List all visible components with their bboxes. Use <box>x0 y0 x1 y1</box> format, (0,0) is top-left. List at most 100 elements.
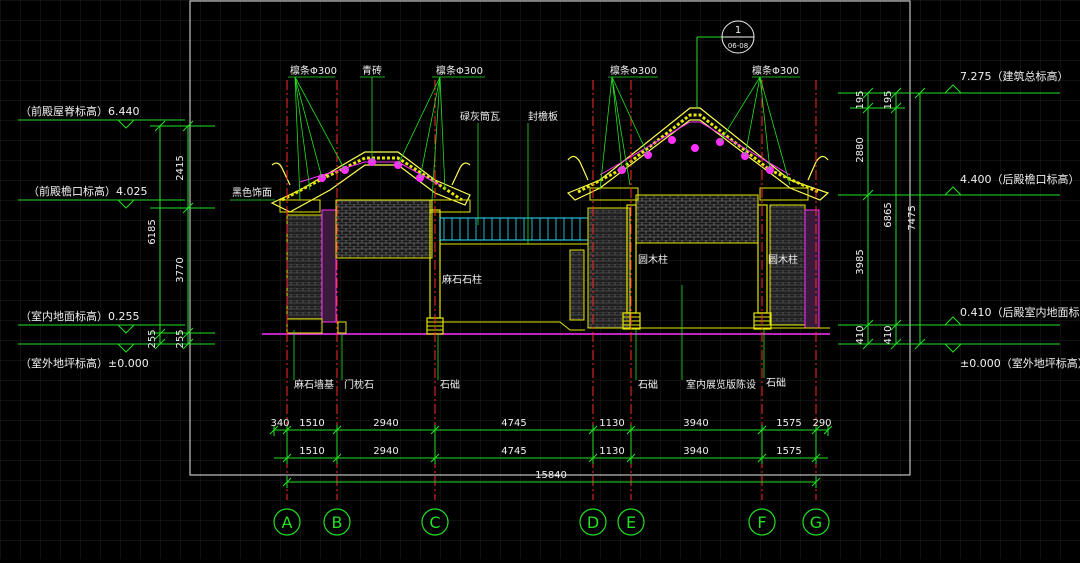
dim-slashes <box>862 87 926 350</box>
elev-triangle <box>117 343 135 353</box>
front-right-ridge-ornament <box>451 162 471 186</box>
svg-text:C: C <box>429 513 440 532</box>
elev-label-rear-floor: 0.410（后殿室内地面标高） <box>960 305 1080 319</box>
dim-right-410-b: 410 <box>883 325 894 344</box>
elev-label-front-ridge: （前殿屋脊标高）6.440 <box>20 104 140 118</box>
dim-left-6185: 6185 <box>147 219 158 244</box>
dim-right-7475: 7475 <box>907 205 918 230</box>
svg-text:A: A <box>282 513 293 532</box>
front-roof-rafter <box>299 161 441 186</box>
label-plinth-2: 石础 <box>638 379 658 391</box>
elev-label-total: 7.275（建筑总标高） <box>960 69 1069 83</box>
label-door-stone: 门枕石 <box>344 378 374 391</box>
dim-bottom-340: 340 <box>270 418 289 429</box>
dim-bottom-row2-3940: 3940 <box>683 446 708 457</box>
svg-text:B: B <box>332 513 343 532</box>
rear-front-wall <box>569 249 585 321</box>
rear-right-wall <box>769 204 806 326</box>
elev-label-outdoor: （室外地坪标高）±0.000 <box>20 356 149 370</box>
svg-text:G: G <box>810 513 822 532</box>
dim-bottom-row2-1575: 1575 <box>776 446 801 457</box>
elev-triangle <box>117 119 135 129</box>
dim-right-3985: 3985 <box>855 249 866 274</box>
detail-marker: 1 06-08 <box>696 20 755 108</box>
label-granite-base: 麻石墙基 <box>294 378 334 391</box>
dim-left-255-inner: 255 <box>175 329 186 348</box>
axis-bubble-b: B <box>323 508 351 536</box>
corridor-tile-hatch <box>443 218 581 240</box>
left-elevations: （前殿屋脊标高）6.440 （前殿檐口标高）4.025 （室内地面标高）0.25… <box>18 104 185 370</box>
rear-left-ridge-ornament <box>567 155 589 181</box>
dim-left-3770: 3770 <box>175 257 186 282</box>
label-purlin-4: 檩条Φ300 <box>752 64 799 77</box>
label-tile: 青砖 <box>362 64 382 77</box>
elev-triangle <box>944 186 962 196</box>
label-lime-tile: 碌灰筒瓦 <box>460 110 500 123</box>
front-roof-outline <box>270 151 471 213</box>
elev-triangle <box>117 324 135 334</box>
axis-bubble-e: E <box>617 508 645 536</box>
elev-triangle <box>944 316 962 326</box>
building-section <box>262 107 830 335</box>
rear-right-frame <box>804 209 820 329</box>
dim-right-195-b: 195 <box>883 90 894 109</box>
axis-bubble-d: D <box>579 508 607 536</box>
front-left-wall <box>286 214 323 320</box>
elev-label-front-eave: （前殿檐口标高）4.025 <box>28 184 148 198</box>
axis-bubble-c: C <box>421 508 449 536</box>
rear-left-bracket <box>589 187 639 201</box>
svg-text:E: E <box>626 513 636 532</box>
dim-bottom-2940: 2940 <box>373 418 398 429</box>
dim-right-6865: 6865 <box>883 202 894 227</box>
dim-bottom-row2-1130: 1130 <box>599 446 624 457</box>
dim-right-2880: 2880 <box>855 137 866 162</box>
dim-total-15840: 15840 <box>535 470 567 481</box>
left-dimension-lines <box>150 120 215 350</box>
elev-triangle <box>117 199 135 209</box>
label-round-column-1: 圆木柱 <box>638 253 668 266</box>
dim-right-410-a: 410 <box>855 325 866 344</box>
front-door-frame <box>321 209 337 323</box>
rear-purlin <box>691 144 699 152</box>
dim-bottom-1130: 1130 <box>599 418 624 429</box>
axis-bubbles: A B C D E F G <box>273 508 830 536</box>
dim-bottom-row2-2940: 2940 <box>373 446 398 457</box>
label-granite-column: 麻石石柱 <box>442 273 482 286</box>
axis-bubble-g: G <box>802 508 830 536</box>
bottom-dimension-lines <box>269 425 833 488</box>
label-plinth-1: 石础 <box>440 379 460 391</box>
label-round-column-2: 圆木柱 <box>768 253 798 266</box>
front-upper-wall <box>335 199 433 259</box>
elev-label-rear-eave: 4.400（后殿檐口标高） <box>960 172 1080 186</box>
dim-left-2415: 2415 <box>175 155 186 180</box>
dim-slashes <box>154 120 194 350</box>
rear-purlin <box>668 136 676 144</box>
svg-text:D: D <box>587 513 599 532</box>
bottom-dimension-text: 340 1510 2940 4745 1130 3940 1575 290 15… <box>270 418 831 481</box>
rear-roof-tiles <box>577 113 819 194</box>
dim-right-195-a: 195 <box>855 90 866 109</box>
dim-bottom-1575: 1575 <box>776 418 801 429</box>
dim-bottom-3940: 3940 <box>683 418 708 429</box>
label-exhibit: 室内展览版陈设 <box>686 378 756 391</box>
leader-purlin-1 <box>288 76 346 201</box>
elev-triangle <box>944 343 962 353</box>
leader-tile <box>360 76 385 162</box>
elev-triangle <box>944 84 962 94</box>
label-eave-board: 封檐板 <box>528 110 558 123</box>
elev-label-outdoor-r: ±0.000（室外地坪标高） <box>960 356 1080 370</box>
label-black-decor: 黑色饰面 <box>232 186 272 199</box>
front-left-ridge-ornament <box>271 162 291 186</box>
annotations: 檩条Φ300 青砖 檩条Φ300 檩条Φ300 檩条Φ300 碌灰筒瓦 封檐板 … <box>232 64 799 391</box>
label-purlin-3: 檩条Φ300 <box>610 64 657 77</box>
dim-bottom-290: 290 <box>812 418 831 429</box>
label-purlin-2: 檩条Φ300 <box>436 64 483 77</box>
detail-marker-number: 1 <box>735 25 741 36</box>
leader-purlin-4 <box>719 76 800 186</box>
rear-right-bracket <box>759 187 809 201</box>
front-right-bracket <box>429 199 471 213</box>
detail-marker-ref: 06-08 <box>728 42 748 50</box>
dim-bottom-1510: 1510 <box>299 418 324 429</box>
